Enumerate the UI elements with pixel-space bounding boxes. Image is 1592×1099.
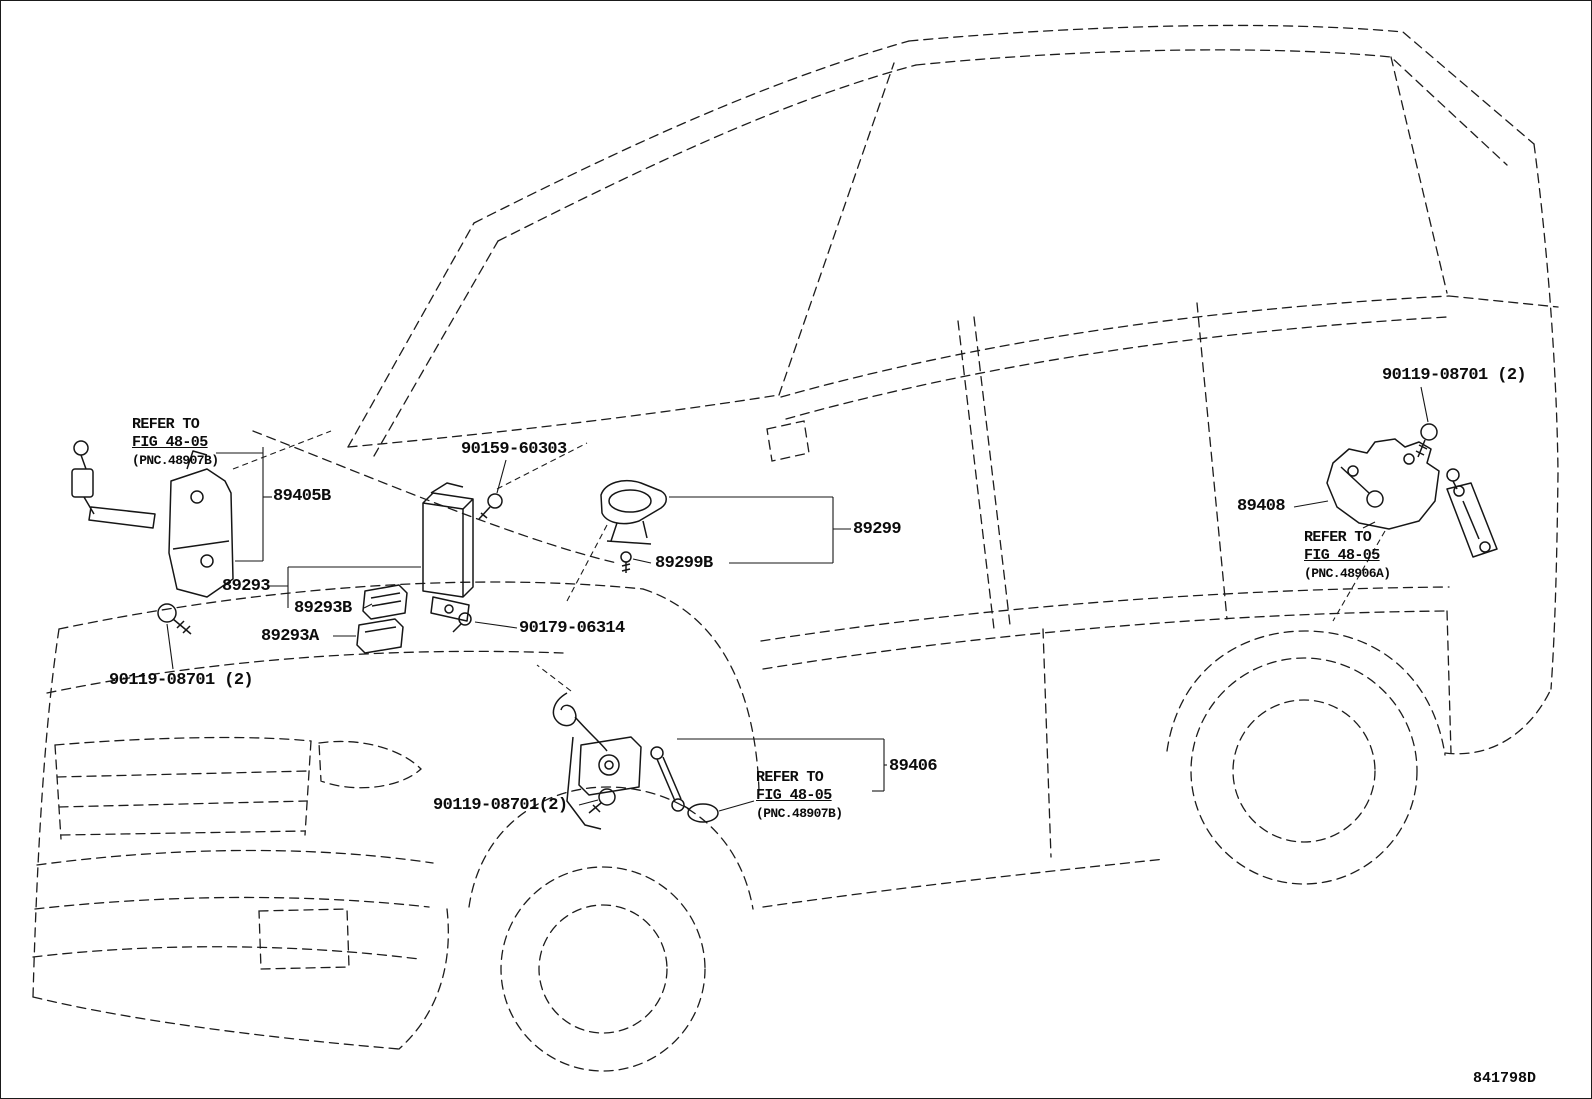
part-label-90179-06314: 90179-06314 (519, 619, 625, 638)
leader-lines (166, 386, 1429, 812)
part-label-89293: 89293 (222, 577, 271, 596)
refer-note-front-left: REFER TO FIG 48-05 (PNC.48907B) (132, 416, 219, 470)
part-label-89408: 89408 (1237, 497, 1286, 516)
vehicle-outline (32, 24, 1559, 1072)
part-label-89299b: 89299B (655, 554, 713, 573)
locator-lines (232, 430, 1386, 692)
refer-note-line3: (PNC.48906A) (1304, 566, 1391, 581)
part-label-89293a: 89293A (261, 627, 319, 646)
part-label-89405b: 89405B (273, 487, 331, 506)
refer-note-line2: FIG 48-05 (756, 787, 832, 804)
part-label-89299: 89299 (853, 520, 902, 539)
refer-note-line3: (PNC.48907B) (756, 806, 843, 821)
part-label-90119-08701-center: 90119-08701(2) (433, 796, 568, 815)
part-label-90119-08701-front: 90119-08701 (2) (109, 671, 254, 690)
part-label-90119-08701-rear: 90119-08701 (2) (1382, 366, 1527, 385)
part-label-89293b: 89293B (294, 599, 352, 618)
refer-note-rear-right: REFER TO FIG 48-05 (PNC.48906A) (1304, 529, 1391, 583)
refer-note-line2: FIG 48-05 (1304, 547, 1380, 564)
part-label-89406: 89406 (889, 757, 938, 776)
part-drawings (71, 423, 1498, 830)
refer-note-center: REFER TO FIG 48-05 (PNC.48907B) (756, 769, 843, 823)
refer-note-line3: (PNC.48907B) (132, 453, 219, 468)
refer-note-line1: REFER TO (132, 416, 200, 433)
part-label-90159-60303: 90159-60303 (461, 440, 567, 459)
refer-note-line2: FIG 48-05 (132, 434, 208, 451)
drawing-code: 841798D (1473, 1070, 1537, 1087)
refer-note-line1: REFER TO (1304, 529, 1372, 546)
refer-note-line1: REFER TO (756, 769, 824, 786)
